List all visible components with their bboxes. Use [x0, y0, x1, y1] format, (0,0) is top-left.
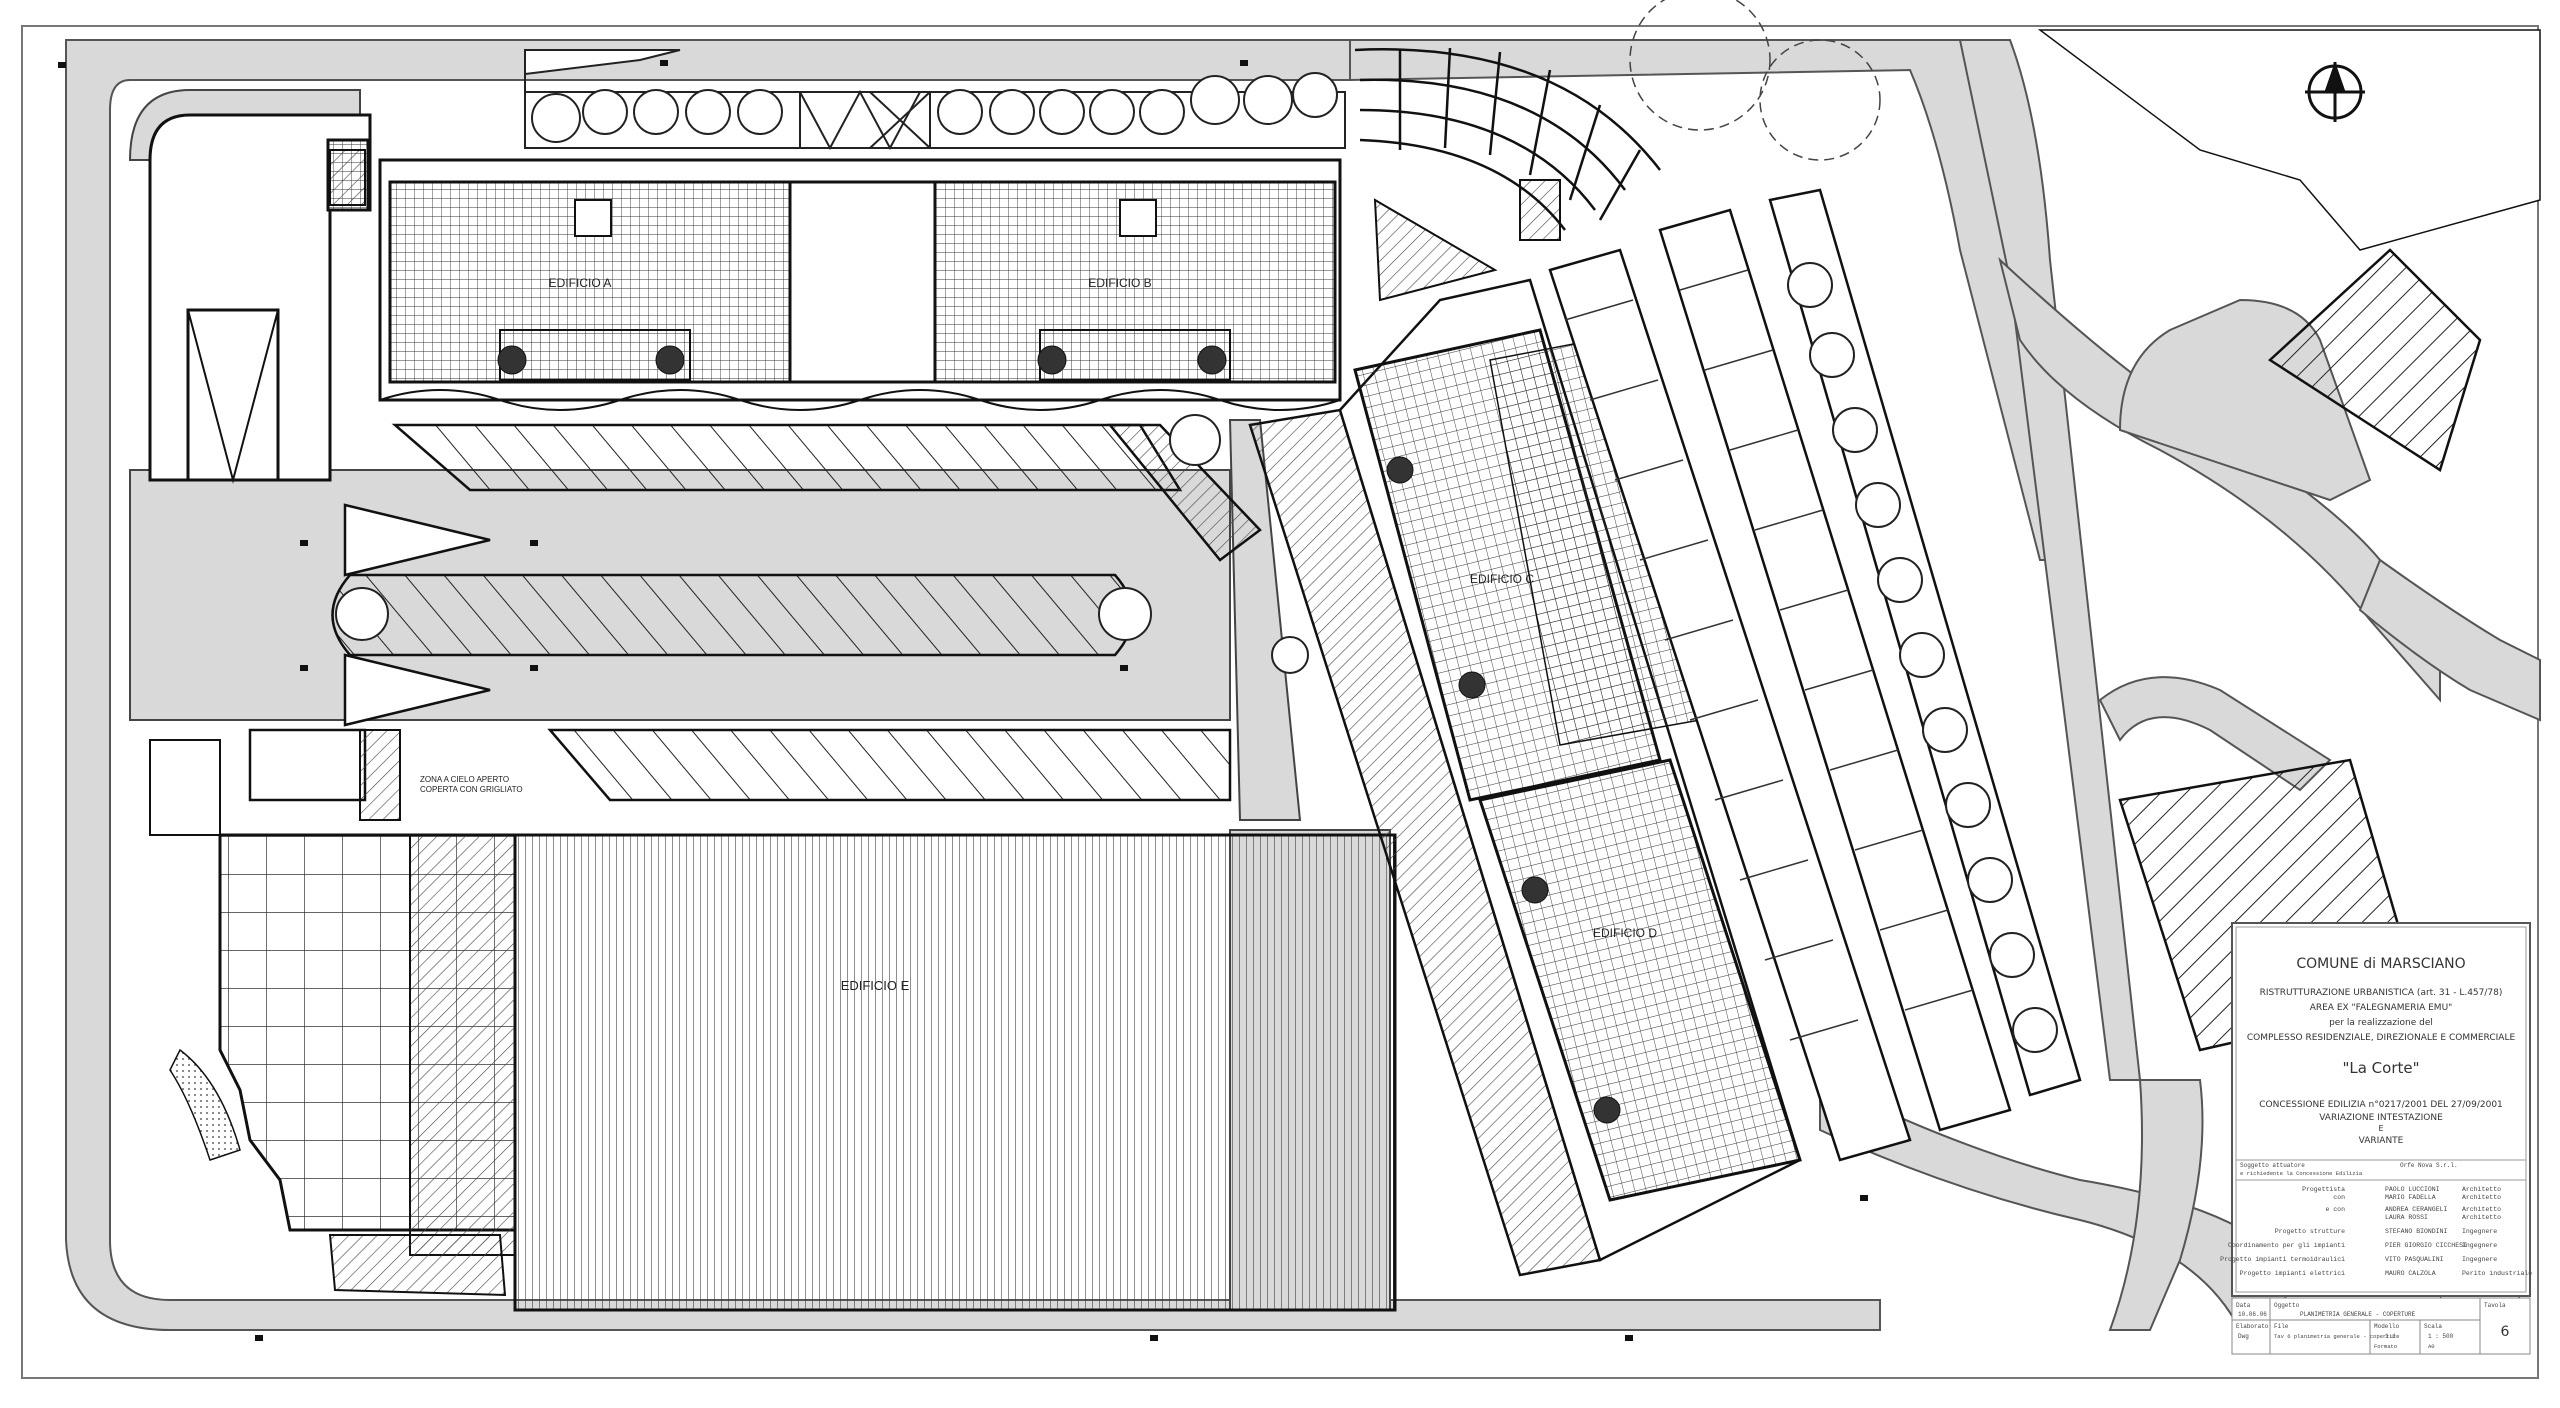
tb-file-value: Tav 6 planimetria generale - coperture	[2274, 1333, 2399, 1340]
zone-note: ZONA A CIELO APERTO	[420, 775, 509, 784]
credit-role: e con	[2325, 1206, 2345, 1213]
tb-scale-label: Scala	[2424, 1323, 2442, 1330]
building-c-label: EDIFICIO C	[1470, 572, 1534, 586]
tb-tavola-value: 6	[2501, 1324, 2510, 1340]
credit-role: Progettista	[2302, 1186, 2345, 1193]
parking-roofs	[248, 423, 1262, 802]
credit-title: Ingegnere	[2462, 1242, 2497, 1249]
credit-role: Progetto impianti elettrici	[2240, 1270, 2345, 1277]
building-e	[149, 729, 1397, 1312]
building-a-label: EDIFICIO A	[549, 276, 612, 290]
credit-name: MAURO CALZOLA	[2385, 1270, 2436, 1277]
tb-file-label: File	[2274, 1323, 2289, 1330]
tb-date-value: 10.06.06	[2238, 1311, 2267, 1318]
tree-row-right	[1787, 262, 2058, 1053]
credit-name: ANDREA CERANGELI	[2385, 1206, 2448, 1213]
tb-line2: AREA EX "FALEGNAMERIA EMU"	[2310, 1003, 2453, 1013]
lamp-markers	[58, 60, 1868, 1341]
tb-credits: Progettista PAOLO LUCCIONI Architetto co…	[2220, 1186, 2532, 1277]
tb-subject-footer-value: PLANIMETRIA GENERALE - COPERTURE	[2300, 1311, 2416, 1318]
tb-line4: COMPLESSO RESIDENZIALE, DIREZIONALE E CO…	[2247, 1033, 2516, 1043]
tb-format-label: Formato	[2374, 1343, 2397, 1350]
building-c	[1353, 328, 1701, 802]
building-e-label: EDIFICIO E	[841, 978, 910, 993]
tb-model-label: Modello	[2374, 1323, 2400, 1330]
credit-title: Architetto	[2462, 1206, 2501, 1213]
tb-line1: RISTRUTTURAZIONE URBANISTICA (art. 31 - …	[2260, 988, 2503, 998]
curved-parking	[1354, 47, 1661, 231]
tb-project-name: "La Corte"	[2342, 1059, 2419, 1077]
credit-role: Coordinamento per gli impianti	[2228, 1242, 2345, 1249]
tb-format-value: A0	[2428, 1343, 2435, 1350]
credit-name: VITO PASQUALINI	[2385, 1256, 2444, 1263]
tb-and: E	[2378, 1124, 2383, 1133]
credit-name: PAOLO LUCCIONI	[2385, 1186, 2440, 1193]
title-block	[2231, 922, 2531, 1297]
parking-trees	[335, 414, 1309, 674]
row-house-dividers	[1564, 269, 1974, 1041]
credit-title: Architetto	[2462, 1214, 2501, 1221]
credit-title: Architetto	[2462, 1186, 2501, 1193]
credit-title: Ingegnere	[2462, 1228, 2497, 1235]
credit-name: LAURA ROSSI	[2385, 1214, 2428, 1221]
building-d-label: EDIFICIO D	[1593, 926, 1657, 940]
credit-role: Progetto impianti termoidraulici	[2220, 1256, 2345, 1263]
building-a-b	[378, 158, 1342, 411]
planters-a-b	[497, 345, 1227, 375]
tb-municipality: COMUNE di MARSCIANO	[2296, 956, 2465, 972]
tb-subject-label: Soggetto attuatore	[2240, 1162, 2305, 1169]
building-d	[1478, 758, 1802, 1202]
tb-variant: VARIANTE	[2359, 1136, 2404, 1146]
tb-tavola-label: Tavola	[2484, 1302, 2506, 1309]
tb-scale-value: 1 : 500	[2428, 1333, 2454, 1340]
tb-model-value: 1:1	[2385, 1333, 2396, 1340]
tb-date-label: Data	[2236, 1302, 2251, 1309]
credit-title: Perito industriale	[2462, 1270, 2532, 1277]
tb-variation: VARIAZIONE INTESTAZIONE	[2319, 1113, 2443, 1123]
credit-role: Progetto strutture	[2275, 1228, 2345, 1235]
tb-subject-sub: e richiedente la Concessione Edilizia	[2240, 1170, 2363, 1177]
credit-name: MARIO FADELLA	[2385, 1194, 2436, 1201]
credit-title: Ingegnere	[2462, 1256, 2497, 1263]
tb-footer	[2231, 1297, 2531, 1355]
credit-name: STEFANO BIONDINI	[2385, 1228, 2448, 1235]
credit-role: con	[2333, 1194, 2345, 1201]
roads	[65, 39, 2541, 1331]
tb-drawn-value: Dwg	[2238, 1333, 2249, 1340]
credit-title: Architetto	[2462, 1194, 2501, 1201]
skylight	[329, 149, 1561, 302]
credit-name: PIER GIORGIO CICCHESI	[2385, 1242, 2467, 1249]
building-b-label: EDIFICIO B	[1088, 276, 1151, 290]
tb-concession: CONCESSIONE EDILIZIA n°0217/2001 DEL 27/…	[2259, 1100, 2503, 1110]
tb-drawn-label: Elaborato	[2236, 1323, 2269, 1330]
c-d-planters	[1386, 456, 1621, 1124]
tb-subject-footer-label: Oggetto	[2274, 1302, 2300, 1309]
tree-row-top	[531, 72, 1338, 143]
north-arrow-icon	[2305, 61, 2365, 122]
tb-line3: per la realizzazione del	[2329, 1018, 2433, 1028]
tb-subject-name: Orfe Nova S.r.l.	[2400, 1162, 2458, 1169]
zone-note-sub: COPERTA CON GRIGLIATO	[420, 785, 523, 794]
